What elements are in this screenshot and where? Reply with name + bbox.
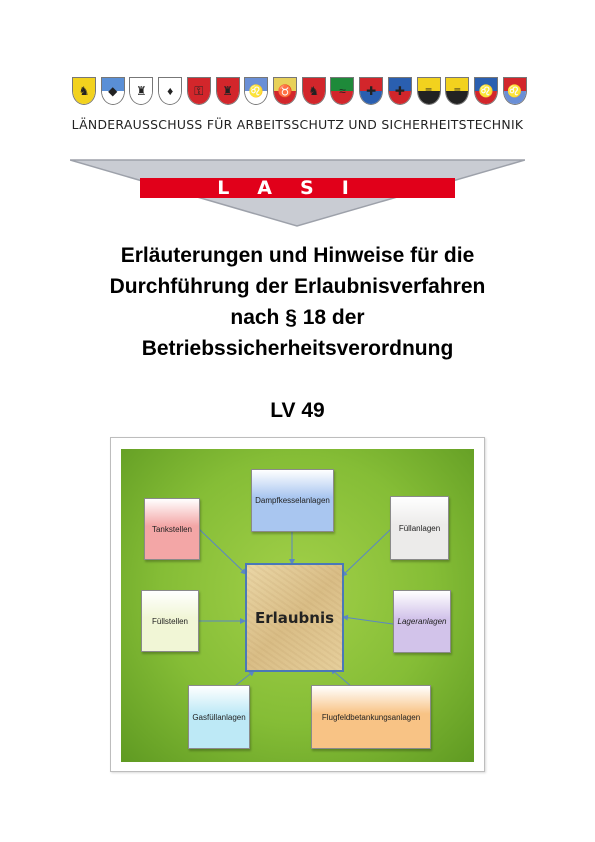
crest-brandenburg-icon: ♦ — [158, 77, 183, 105]
lasi-logo-band — [140, 178, 455, 198]
node-lageranlagen: Lageranlagen — [393, 590, 451, 653]
lasi-logo-text: LASI — [217, 177, 377, 199]
crest-thueringen-icon: ♌ — [502, 77, 527, 105]
crest-niedersachsen-icon: ♞ — [301, 77, 326, 105]
erlaubnis-box: Erlaubnis — [245, 563, 344, 672]
node-flugfeldbetankungsanlagen-label: Flugfeldbetankungsanlagen — [321, 712, 421, 722]
node-fuellstellen-label: Füllstellen — [151, 616, 188, 626]
crest-bremen-icon: ⚿ — [186, 77, 211, 105]
crest-hamburg-icon: ♜ — [215, 77, 240, 105]
crest-baden-wuerttemberg-icon: ♞ — [72, 77, 96, 105]
node-gasfuellanlagen: Gasfüllanlagen — [188, 685, 250, 749]
diagram-frame: Erlaubnis Dampfkesselanlagen Tankstellen… — [110, 437, 485, 772]
node-fuellanlagen-label: Füllanlagen — [398, 523, 441, 533]
node-tankstellen-label: Tankstellen — [151, 524, 193, 534]
crest-mecklenburg-vorpommern-icon: ♉ — [273, 77, 298, 105]
node-flugfeldbetankungsanlagen: Flugfeldbetankungsanlagen — [311, 685, 431, 749]
crest-bayern-icon: ◆ — [100, 77, 125, 105]
lasi-logo: LASI — [70, 159, 525, 227]
organization-name: LÄNDERAUSSCHUSS FÜR ARBEITSSCHUTZ UND SI… — [71, 117, 524, 132]
arrow-lageranlagen — [342, 614, 394, 625]
erlaubnis-label: Erlaubnis — [254, 608, 335, 627]
crest-sachsen-icon: ≡ — [416, 77, 441, 105]
title-line-2: Durchführung der Erlaubnisverfahren — [109, 275, 486, 298]
node-tankstellen: Tankstellen — [144, 498, 200, 560]
diagram-background: Erlaubnis Dampfkesselanlagen Tankstellen… — [121, 449, 474, 762]
title-line-4: Betriebssicherheitsverordnung — [141, 337, 454, 360]
arrow-tankstellen — [198, 528, 247, 575]
document-number: LV 49 — [270, 399, 325, 422]
title-line-3: nach § 18 der — [230, 306, 365, 329]
arrow-fuellanlagen — [341, 528, 392, 577]
crest-hessen-icon: ♌ — [244, 77, 269, 105]
state-crests-row: ♞ ◆ ♜ ♦ ⚿ ♜ ♌ ♉ ♞ ≈ ✚ ✚ ≡ ≡ ♌ ♌ — [72, 77, 527, 107]
node-gasfuellanlagen-label: Gasfüllanlagen — [192, 712, 246, 722]
crest-rheinland-pfalz-icon: ✚ — [359, 77, 384, 105]
node-dampfkesselanlagen: Dampfkesselanlagen — [251, 469, 334, 532]
node-lageranlagen-label: Lageranlagen — [397, 617, 447, 626]
crest-sachsen-anhalt-icon: ≡ — [445, 77, 470, 105]
crest-nordrhein-westfalen-icon: ≈ — [330, 77, 355, 105]
crest-berlin-icon: ♜ — [129, 77, 154, 105]
crest-schleswig-holstein-icon: ♌ — [474, 77, 499, 105]
node-dampfkesselanlagen-label: Dampfkesselanlagen — [255, 496, 330, 505]
crest-saarland-icon: ✚ — [387, 77, 412, 105]
node-fuellstellen: Füllstellen — [141, 590, 199, 652]
title-line-1: Erläuterungen und Hinweise für die — [120, 244, 475, 267]
document-title: Erläuterungen und Hinweise für die Durch… — [0, 240, 595, 364]
node-fuellanlagen: Füllanlagen — [390, 496, 449, 560]
